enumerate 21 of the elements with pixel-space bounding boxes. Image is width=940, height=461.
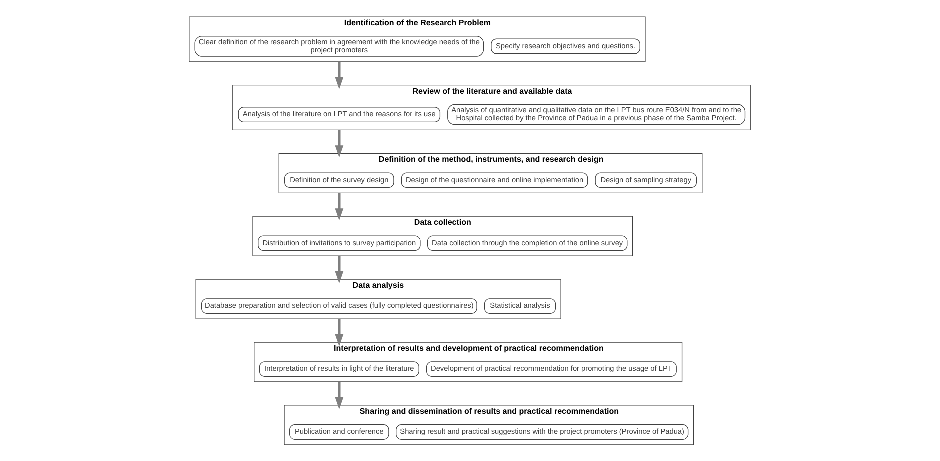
node-box: Data collection through the completion of the online survey [427,235,628,251]
arrow [335,130,344,158]
node-box: Specify research objectives and questions. [491,38,640,54]
arrow [335,192,344,220]
node-box: Design of sampling strategy [595,172,698,188]
node-box: Development of practical recommendation for promoting the usage of LPT [426,361,677,376]
node-box: Design of the questionnaire and online implementation [401,172,588,188]
arrow [335,382,344,409]
arrow [335,61,344,89]
arrow [335,256,344,284]
node-box: Publication and conference [290,424,390,440]
node-box: Statistical analysis [484,298,556,314]
node-box: Distribution of invitations to survey participation [258,235,421,251]
node-box: Sharing result and practical suggestions with the project promoters (Province of Padua) [396,424,689,440]
node-box: Interpretation of results in light of the literature [259,361,420,376]
arrow [335,318,344,346]
node-box: Definition of the survey design [284,172,394,188]
node-box: Analysis of quantitative and qualitative data on the LPT bus route E034/N from and to the Hospital collected by the Province of Padua in a previous phase of the Samba Project. [448,104,746,125]
node-box: Database preparation and selection of valid cases (fully completed questionnaires) [201,298,478,314]
node-box: Analysis of the literature on LPT and the reasons for its use [238,106,441,122]
node-box: Clear definition of the research problem in agreement with the knowledge needs of the project promoters [194,36,484,56]
